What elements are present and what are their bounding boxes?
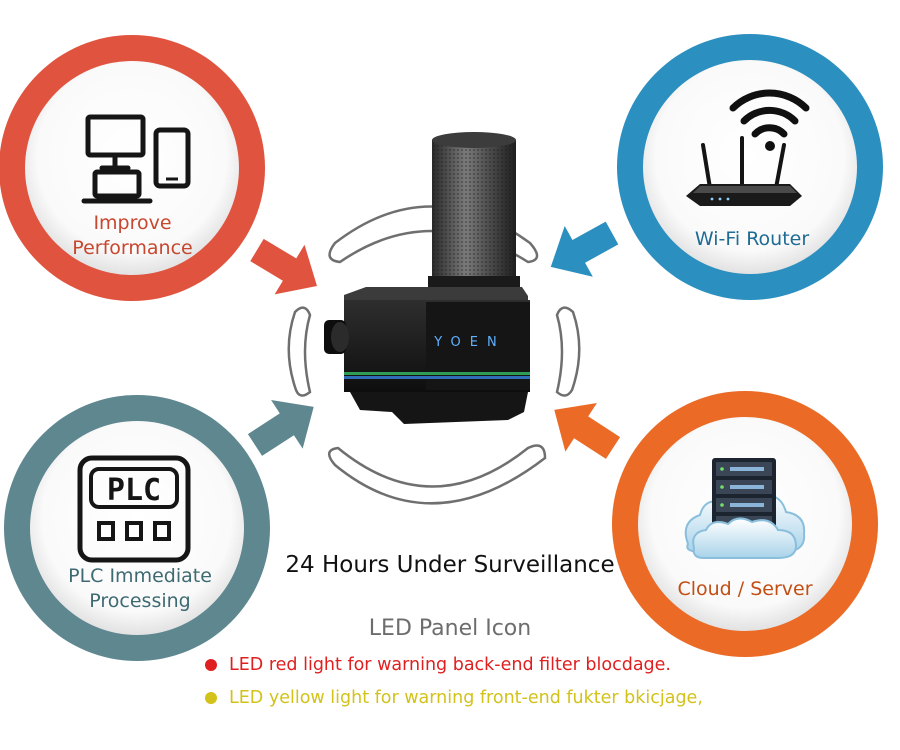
headline: 24 Hours Under Surveillance (285, 552, 615, 578)
node-wifi-router (617, 34, 883, 300)
legend-item-yellow: LED yellow light for warning front-end f… (205, 685, 703, 711)
cloud-server-label: Cloud / Server (660, 577, 830, 602)
wifi-router-label-text: Wi-Fi Router (694, 228, 810, 250)
arrow-improve-to-device (250, 238, 318, 295)
legend-item-red: LED red light for warning back-end filte… (205, 652, 671, 678)
ring-arc-bottom (328, 444, 547, 505)
improve-performance-label-line1: Improve (93, 212, 172, 234)
arrow-plc-to-device (247, 399, 314, 456)
plc-label: PLC Immediate Processing (45, 564, 235, 614)
device-brand-text: YOEN (433, 335, 505, 350)
improve-performance-label: Improve Performance (45, 211, 220, 261)
led-panel-title: LED Panel Icon (368, 616, 532, 641)
monitor-icon (85, 114, 146, 171)
yellow-led-dot-icon (205, 692, 217, 704)
tablet-icon (153, 127, 191, 189)
red-led-dot-icon (205, 659, 217, 671)
cloud-front-icon (692, 517, 798, 559)
improve-performance-label-line2: Performance (72, 237, 193, 259)
laptop-icon (81, 169, 153, 204)
plc-label-line1: PLC Immediate (68, 565, 212, 587)
arrow-wifi-to-device (550, 221, 619, 277)
arrow-cloud-to-device (554, 402, 621, 459)
wifi-signal-icon (729, 89, 810, 151)
legend-yellow-text: LED yellow light for warning front-end f… (229, 688, 703, 708)
plc-panel-icon (77, 455, 191, 563)
cloud-server-label-text: Cloud / Server (677, 578, 813, 600)
ring-arc-right (555, 306, 581, 397)
ring-arc-left (287, 306, 312, 397)
node-improve-performance (0, 35, 265, 301)
plc-icon-text: PLC (107, 473, 161, 508)
air-cleaner-device-icon (324, 132, 530, 424)
wifi-router-label: Wi-Fi Router (672, 227, 832, 252)
legend-red-text: LED red light for warning back-end filte… (229, 655, 671, 675)
plc-label-line2: Processing (89, 590, 191, 612)
router-icon (686, 136, 802, 206)
node-plc (4, 395, 270, 661)
